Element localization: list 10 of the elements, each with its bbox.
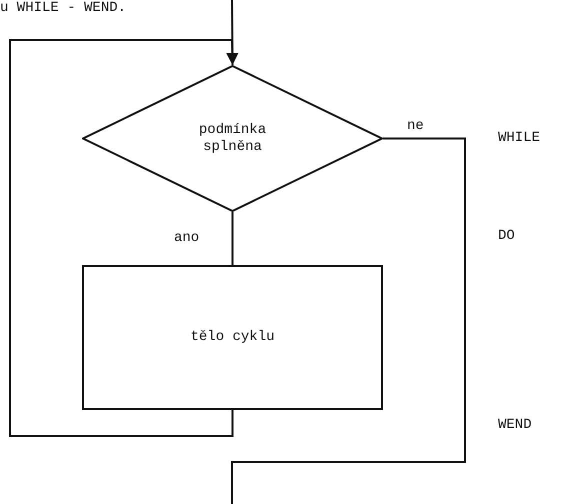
heading-fragment: u WHILE - WEND. bbox=[0, 0, 126, 16]
connector-line bbox=[232, 212, 234, 265]
keyword-label: DO bbox=[498, 228, 515, 244]
keyword-label: WHILE bbox=[498, 130, 540, 146]
connector-line bbox=[231, 138, 466, 504]
process-text: tělo cyklu bbox=[190, 329, 274, 346]
condition-text: podmínka splněna bbox=[198, 122, 268, 155]
process-box bbox=[82, 265, 383, 410]
arrow bbox=[9, 39, 238, 437]
keyword-label: WEND bbox=[498, 417, 532, 433]
